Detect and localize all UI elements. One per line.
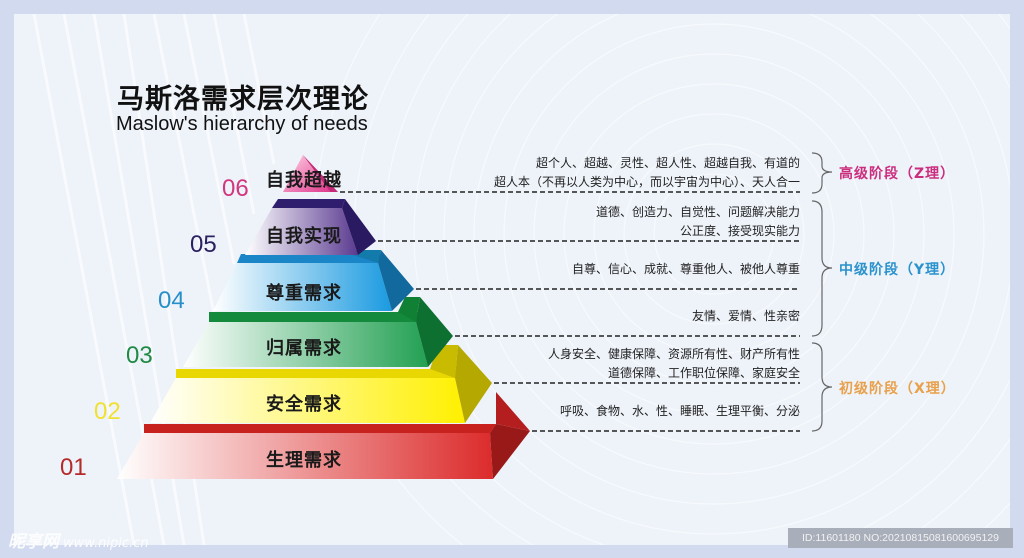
watermark-brand: 昵享网 (8, 532, 59, 552)
layer-label-1: 生理需求 (266, 450, 342, 471)
description-5-line1: 道德、创造力、自觉性、问题解决能力 (595, 205, 800, 219)
layer-number-4: 04 (158, 287, 185, 314)
description-5-line2: 公正度、接受现实能力 (679, 224, 800, 238)
layer-label-5: 自我实现 (266, 226, 342, 247)
layer-label-4: 尊重需求 (266, 283, 342, 304)
layer-number-5: 05 (190, 231, 217, 258)
pyramid-layer-6 (283, 155, 338, 192)
description-3-line1: 友情、爱情、性亲密 (691, 309, 800, 323)
description-4-line1: 自尊、信心、成就、尊重他人、被他人尊重 (571, 262, 800, 276)
pyramid-layer-1 (117, 392, 530, 479)
stage-braces (811, 152, 833, 432)
pyramid-layer-4 (213, 250, 414, 311)
layer-number-6: 06 (222, 175, 249, 202)
stage-label-high: 高级阶段（Z理） (839, 166, 956, 182)
description-6: 超个人、超越、灵性、超人性、超越自我、有道的 超人本（不再以人类为中心，而以宇宙… (494, 154, 800, 192)
layer-number-3: 03 (126, 342, 153, 369)
description-6-line2: 超人本（不再以人类为中心，而以宇宙为中心）、天人合一 (493, 175, 800, 189)
page-title-english: Maslow's hierarchy of needs (116, 113, 368, 135)
description-1: 呼吸、食物、水、性、睡眠、生理平衡、分泌 (560, 402, 800, 421)
watermark-url: www.nipic.cn (63, 536, 149, 551)
layer-number-1: 01 (60, 454, 87, 481)
description-2: 人身安全、健康保障、资源所有性、财产所有性 道德保障、工作职位保障、家庭安全 (548, 345, 800, 383)
description-4: 自尊、信心、成就、尊重他人、被他人尊重 (572, 260, 800, 279)
description-5: 道德、创造力、自觉性、问题解决能力 公正度、接受现实能力 (596, 203, 800, 241)
description-3: 友情、爱情、性亲密 (692, 307, 800, 326)
stage-label-primary: 初级阶段（X理） (839, 381, 956, 397)
pyramid-layer-2 (150, 345, 492, 423)
stage-label-middle: 中级阶段（Y理） (839, 262, 956, 278)
image-id-badge: ID:11601180 NO:20210815081600695129 (788, 528, 1013, 548)
layer-label-2: 安全需求 (266, 394, 342, 415)
pyramid-layer-3 (183, 297, 453, 367)
description-6-line1: 超个人、超越、灵性、超人性、超越自我、有道的 (535, 156, 800, 170)
description-2-line2: 道德保障、工作职位保障、家庭安全 (607, 366, 800, 380)
description-1-line1: 呼吸、食物、水、性、睡眠、生理平衡、分泌 (559, 404, 800, 418)
page-title-chinese: 马斯洛需求层次理论 (117, 84, 369, 115)
watermark-logo: 昵享网 www.nipic.cn (8, 527, 149, 552)
layer-number-2: 02 (94, 398, 121, 425)
pyramid-layer-5 (245, 199, 376, 255)
layer-label-6: 自我超越 (266, 170, 342, 191)
leader-lines (340, 191, 800, 432)
layer-label-3: 归属需求 (266, 338, 342, 359)
description-2-line1: 人身安全、健康保障、资源所有性、财产所有性 (547, 347, 800, 361)
